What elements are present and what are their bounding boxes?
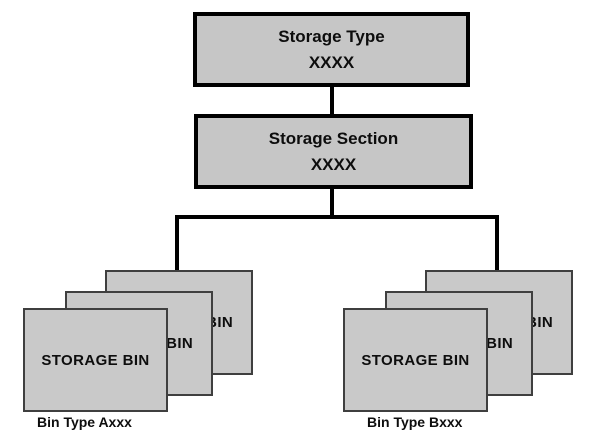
storage-type-label: Storage Type — [278, 26, 385, 46]
storage-bin-label: STORAGE BIN — [41, 351, 150, 369]
storage-type-node: Storage Type XXXX — [193, 12, 470, 87]
storage-bin-card-right-front: STORAGE BIN — [343, 308, 488, 412]
storage-section-value: XXXX — [310, 154, 357, 174]
storage-section-label: Storage Section — [268, 128, 399, 148]
bin-type-a-caption: Bin Type Axxx — [37, 414, 132, 430]
storage-bin-card-left-front: STORAGE BIN — [23, 308, 168, 412]
connector-section-stem — [330, 189, 334, 217]
bin-type-b-caption: Bin Type Bxxx — [367, 414, 463, 430]
storage-type-value: XXXX — [308, 52, 355, 72]
connector-right-drop — [495, 215, 499, 271]
storage-bin-label: STORAGE BIN — [361, 351, 470, 369]
connector-type-to-section — [330, 87, 334, 114]
storage-section-node: Storage Section XXXX — [194, 114, 473, 189]
connector-branch-bar — [175, 215, 499, 219]
connector-left-drop — [175, 215, 179, 271]
